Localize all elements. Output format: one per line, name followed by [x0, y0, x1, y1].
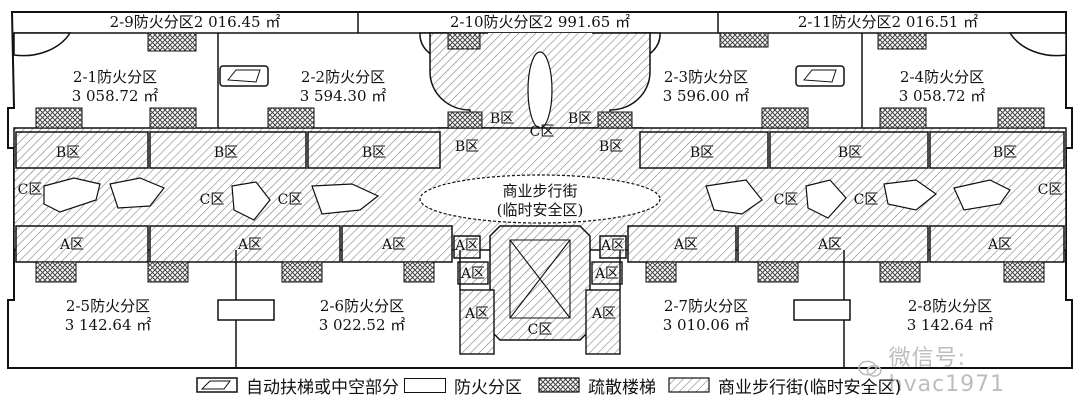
area-b-label: B区	[690, 145, 714, 161]
area-b-label: B区	[56, 145, 80, 161]
area-b-label: B区	[599, 139, 623, 155]
zone-2-10-label: 2-10防火分区2 991.65 ㎡	[450, 13, 630, 31]
zone-2-1-area: 3 058.72 ㎡	[72, 87, 159, 105]
zone-2-2-name: 2-2防火分区	[301, 68, 385, 86]
escalator-left	[219, 65, 269, 87]
room-lower-right	[793, 299, 851, 321]
area-a-label: A区	[381, 237, 406, 253]
area-a-label: A区	[817, 237, 842, 253]
area-a-label: A区	[591, 306, 616, 322]
area-a-label: A区	[464, 306, 489, 322]
area-a-label: A区	[600, 238, 625, 254]
zone-2-2-area: 3 594.30 ㎡	[300, 87, 387, 105]
street-title: 商业步行街	[502, 182, 577, 200]
area-c-label: C区	[854, 192, 879, 208]
area-c-label: C区	[18, 182, 43, 198]
zone-2-8-area: 3 142.64 ㎡	[907, 316, 994, 334]
area-a-label: A区	[59, 237, 84, 253]
area-a-label: A区	[594, 266, 619, 282]
wechat-icon	[858, 360, 882, 377]
area-c-label: C区	[200, 192, 225, 208]
legend-void-label: 自动扶梯或中空部分	[246, 377, 399, 398]
legend-street-label: 商业步行街(临时安全区)	[718, 377, 902, 398]
zone-2-6-name: 2-6防火分区	[320, 297, 404, 315]
area-c-label: C区	[278, 192, 303, 208]
zone-2-7-name: 2-7防火分区	[664, 297, 748, 315]
zone-2-5-name: 2-5防火分区	[66, 297, 150, 315]
street-subtitle: (临时安全区)	[497, 201, 584, 219]
street-swatch-icon	[668, 377, 710, 393]
fire-zone-swatch-icon	[404, 377, 446, 393]
zone-2-8-name: 2-8防火分区	[908, 297, 992, 315]
legend-item-fire: 防火分区	[404, 374, 522, 398]
zone-2-7-area: 3 010.06 ㎡	[663, 316, 750, 334]
legend-item-void: 自动扶梯或中空部分	[196, 374, 399, 398]
zone-2-4-area: 3 058.72 ㎡	[899, 87, 986, 105]
watermark-text: 微信号: hvac1971	[888, 346, 1006, 397]
zone-2-5-area: 3 142.64 ㎡	[65, 316, 152, 334]
area-b-label: B区	[568, 111, 592, 127]
area-c-label: C区	[528, 322, 553, 338]
zone-2-1-name: 2-1防火分区	[73, 68, 157, 86]
area-a-label: A区	[237, 237, 262, 253]
area-a-label: A区	[460, 266, 485, 282]
zone-2-11-label: 2-11防火分区2 016.51 ㎡	[798, 13, 978, 31]
zone-2-6-area: 3 022.52 ㎡	[319, 316, 406, 334]
room-lower-left	[217, 299, 275, 321]
area-c-label: C区	[530, 124, 555, 140]
corner-arc-right	[1008, 32, 1067, 57]
area-a-label: A区	[673, 237, 698, 253]
void-swatch-icon	[196, 377, 238, 393]
legend-fire-label: 防火分区	[454, 377, 522, 398]
escalator-right	[795, 65, 845, 87]
area-a-label: A区	[454, 238, 479, 254]
area-b-label: B区	[362, 145, 386, 161]
corner-arc-left	[13, 32, 72, 57]
area-c-label: C区	[1038, 182, 1063, 198]
area-b-label: B区	[214, 145, 238, 161]
area-a-label: A区	[987, 237, 1012, 253]
area-b-label: B区	[993, 145, 1017, 161]
zone-2-9-label: 2-9防火分区2 016.45 ㎡	[110, 13, 281, 31]
legend: 自动扶梯或中空部分 防火分区 疏散楼梯 商业步行街(临时安全区)	[0, 372, 1080, 402]
area-c-label: C区	[774, 192, 799, 208]
central-void	[419, 174, 661, 224]
zone-2-3-area: 3 596.00 ㎡	[663, 87, 750, 105]
area-b-label: B区	[455, 139, 479, 155]
area-b-label: B区	[838, 145, 862, 161]
atrium-void-top	[527, 51, 553, 129]
stair-swatch-icon	[538, 377, 580, 393]
zone-2-4-name: 2-4防火分区	[900, 68, 984, 86]
legend-stair-label: 疏散楼梯	[588, 377, 656, 398]
legend-item-street: 商业步行街(临时安全区)	[668, 374, 902, 398]
watermark: 微信号: hvac1971	[858, 340, 1080, 397]
legend-item-stair: 疏散楼梯	[538, 374, 656, 398]
area-b-label: B区	[490, 111, 514, 127]
zone-2-3-name: 2-3防火分区	[664, 68, 748, 86]
